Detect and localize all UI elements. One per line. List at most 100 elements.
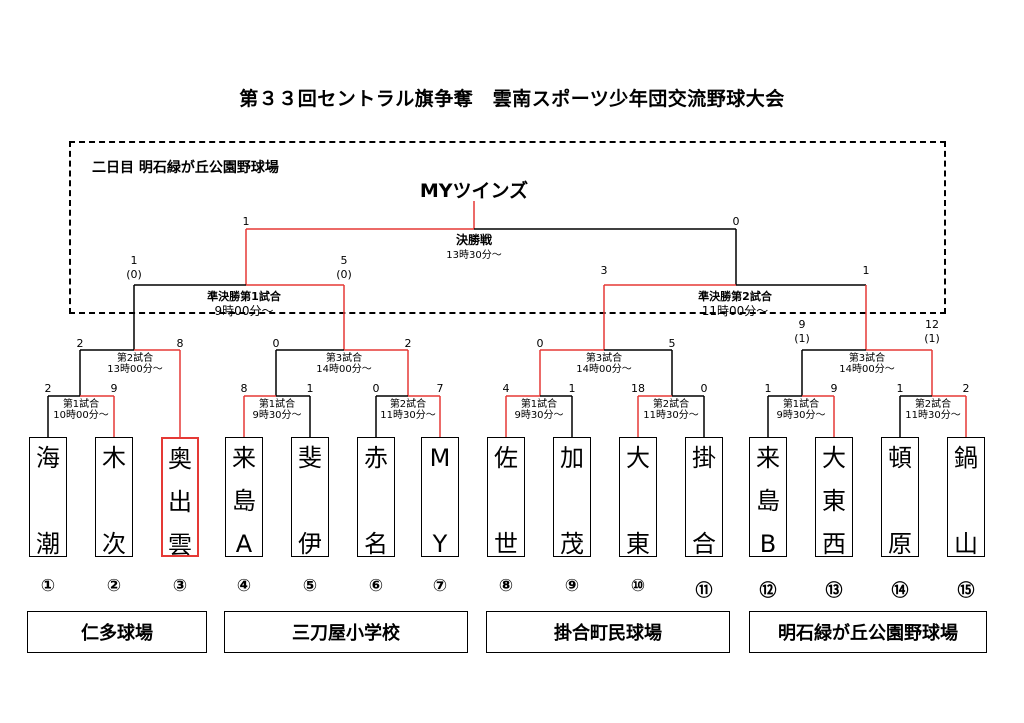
r1-7-left-score: 1 <box>896 382 904 395</box>
r2c-time: 14時00分～ <box>576 364 632 375</box>
semi1-right-sub: (0) <box>336 268 352 281</box>
r2b-right-score: 2 <box>404 337 412 350</box>
team-box-8: 佐世 <box>487 437 525 558</box>
team-number-4: ④ <box>236 576 252 596</box>
final-name: 決勝戦 <box>455 233 492 247</box>
team-box-1: 海潮 <box>29 437 67 558</box>
r1-6-time: 9時30分～ <box>776 410 826 421</box>
team-number-1: ① <box>40 576 56 596</box>
final-label: 決勝戦 13時30分～ <box>414 233 534 263</box>
team-number-8: ⑧ <box>498 576 514 596</box>
r1-1-time: 10時00分～ <box>53 410 109 421</box>
r1-4-right-score: 1 <box>568 382 576 395</box>
team-char: 大 <box>822 444 846 472</box>
r1-3-time: 11時30分～ <box>380 410 436 421</box>
r1-2-name: 第1試合 <box>258 399 296 410</box>
r1-3-name: 第2試合 <box>389 399 427 410</box>
team-box-13: 大東西 <box>815 437 853 558</box>
semi2-left-score: 3 <box>600 264 608 277</box>
team-char: 島 <box>756 487 780 515</box>
r1-1-left-score: 2 <box>44 382 52 395</box>
team-char: 次 <box>102 530 126 558</box>
team-char: 奥 <box>168 445 192 473</box>
r1-7-right-score: 2 <box>962 382 970 395</box>
r2d-left-score: 9 <box>798 318 806 331</box>
team-char: 佐 <box>494 444 518 472</box>
r2a-left-score: 2 <box>76 337 84 350</box>
team-char: 加 <box>560 444 584 472</box>
team-char: A <box>235 530 253 558</box>
team-char: 掛 <box>692 444 716 472</box>
team-number-9: ⑨ <box>564 576 580 596</box>
team-char: 伊 <box>298 530 322 558</box>
team-number-5: ⑤ <box>302 576 318 596</box>
r1-7-name: 第2試合 <box>914 399 952 410</box>
team-char: 木 <box>102 444 126 472</box>
semi2-time: 11時00分～ <box>701 304 769 318</box>
team-char: B <box>759 530 777 558</box>
page-title: 第３３回セントラル旗争奪 雲南スポーツ少年団交流野球大会 <box>239 88 785 110</box>
r1-3-right-score: 7 <box>436 382 444 395</box>
final-right-score: 0 <box>732 215 740 228</box>
team-char: 潮 <box>36 530 60 558</box>
team-box-2: 木次 <box>95 437 133 558</box>
team-number-12: ⑫ <box>759 581 777 601</box>
final-time: 13時30分～ <box>446 250 502 261</box>
team-char: 世 <box>494 530 518 558</box>
team-box-10: 大東 <box>619 437 657 558</box>
semi1-name: 準決勝第1試合 <box>207 290 281 303</box>
team-char: M <box>429 444 451 472</box>
r2c-left-score: 0 <box>536 337 544 350</box>
r1-5-time: 11時30分～ <box>643 410 699 421</box>
r1-5-left-score: 18 <box>631 382 645 395</box>
r2a-time: 13時00分～ <box>107 364 163 375</box>
venue-nita: 仁多球場 <box>27 611 207 653</box>
team-number-15: ⑮ <box>957 581 975 601</box>
day2-dashed-frame <box>69 141 946 314</box>
team-char: 東 <box>626 530 650 558</box>
r2d-right-score: 12 <box>925 318 939 331</box>
team-char: 茂 <box>560 530 584 558</box>
venue-akashi: 明石緑が丘公園野球場 <box>749 611 987 653</box>
day2-venue-label: 二日目 明石緑が丘公園野球場 <box>92 160 279 176</box>
r1-4-left-score: 4 <box>502 382 510 395</box>
team-number-6: ⑥ <box>368 576 384 596</box>
team-char: 出 <box>168 488 192 516</box>
team-char: 来 <box>756 444 780 472</box>
r1-1-right-score: 9 <box>110 382 118 395</box>
r1-4-name: 第1試合 <box>520 399 558 410</box>
r2b-name: 第3試合 <box>325 353 363 364</box>
r2d-right-sub: (1) <box>924 332 940 345</box>
r1-5-right-score: 0 <box>700 382 708 395</box>
team-number-13: ⑬ <box>825 581 843 601</box>
team-box-6: 赤名 <box>357 437 395 558</box>
r1-6-name: 第1試合 <box>782 399 820 410</box>
team-char: 大 <box>626 444 650 472</box>
team-box-15: 鍋山 <box>947 437 985 558</box>
semi2-name: 準決勝第2試合 <box>698 290 772 303</box>
semi1-left-sub: (0) <box>126 268 142 281</box>
venue-mitoya: 三刀屋小学校 <box>224 611 468 653</box>
team-char: 合 <box>692 530 716 558</box>
team-char: 東 <box>822 487 846 515</box>
r2a-right-score: 8 <box>176 337 184 350</box>
team-number-11: ⑪ <box>695 581 713 601</box>
r1-3-left-score: 0 <box>372 382 380 395</box>
final-left-score: 1 <box>242 215 250 228</box>
team-char: 斐 <box>298 444 322 472</box>
team-number-3: ③ <box>172 576 188 596</box>
